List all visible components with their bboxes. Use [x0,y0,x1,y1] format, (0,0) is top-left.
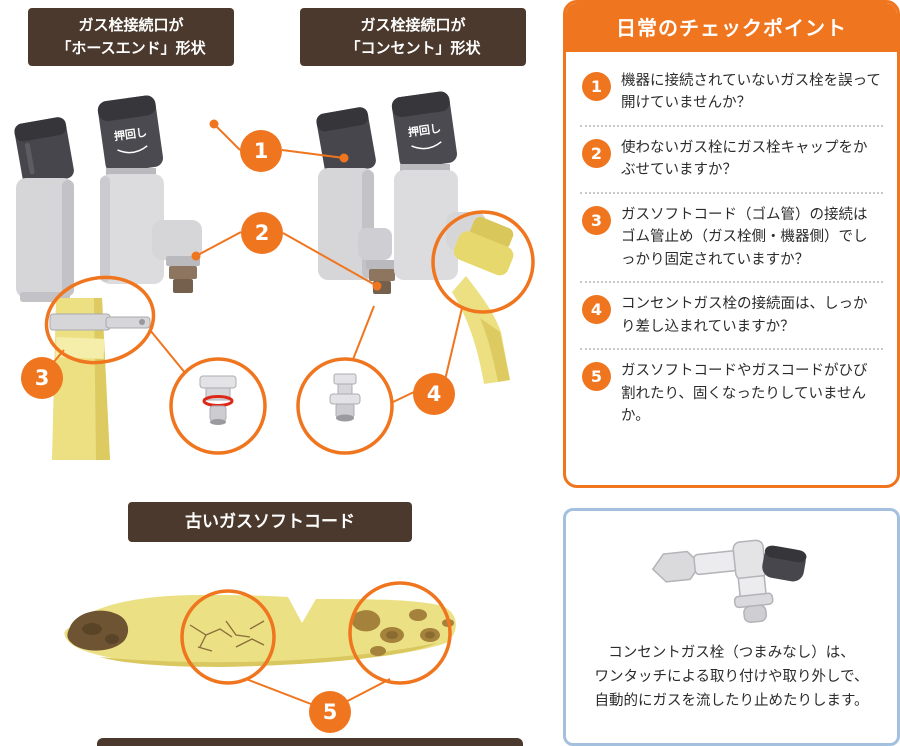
checkpoint-item-1: 1 機器に接続されていないガス栓を誤って開けていませんか？ [580,60,883,127]
rear-valve-2 [316,107,398,294]
rear-valve [14,117,74,302]
callout-5: 5 [309,691,351,733]
checkpoint-number-3: 3 [582,205,611,235]
hose-end-label-line2: 「ホースエンド」形状 [56,39,206,57]
checkpoint-text-5: ガスソフトコードやガスコードがひび割れたり、固くなったりしていませんか。 [621,363,868,425]
callout-lines [51,123,463,404]
knob-label-hose: 押回し [113,125,148,143]
cord-cracks [189,620,265,652]
checkpoint-panel-title: 日常のチェックポイント [566,3,897,52]
checkpoint-number-1: 1 [582,72,611,101]
old-cord-label: 古いガスソフトコード [128,502,412,542]
checkpoint-item-4: 4 コンセントガス栓の接続面は、しっかり差し込まれていますか？ [580,283,883,351]
checkpoint-text-3: ガスソフトコード（ゴム管）の接続はゴム管止め（ガス栓側・機器側）でしっかり固定さ… [621,206,868,268]
concent-valve-group: 押回し [316,91,535,384]
hose-end-label-line1: ガス栓接続口が [78,15,184,34]
hose-end-valve-group: 押回し [14,95,202,460]
callout-3: 3 [21,357,63,399]
next-section-badge-cropped [97,738,523,746]
info-box: コンセントガス栓（つまみなし）は、 ワンタッチによる取り付けや取り外しで、 自動… [563,508,900,746]
callout-1: 1 [240,130,282,172]
concent-valve-icon [651,539,806,624]
concent-label: ガス栓接続口が 「コンセント」形状 [300,8,526,66]
checkpoint-number-4: 4 [582,295,611,325]
cracks-highlight [180,589,276,685]
checkpoint-list: 1 機器に接続されていないガス栓を誤って開けていませんか？ 2 使わないガス栓に… [566,52,897,442]
gas-hose [49,298,151,460]
gas-valves-illustration: 押回し [14,91,535,460]
front-valve: 押回し [97,95,202,293]
checkpoint-text-2: 使わないガス栓にガス栓キャップをかぶせていますか？ [621,139,868,179]
concent-connection-highlight [431,210,535,314]
old-cord-illustration [64,581,456,710]
old-cord [64,595,456,667]
concent-label-line2: 「コンセント」形状 [345,39,481,57]
hose-clamp-highlight [44,275,156,365]
callout-4: 4 [413,373,455,415]
checkpoint-item-3: 3 ガスソフトコード（ゴム管）の接続はゴム管止め（ガス栓側・機器側）でしっかり固… [580,194,883,284]
callout-2: 2 [241,212,283,254]
checkpoint-text-1: 機器に接続されていないガス栓を誤って開けていませんか？ [621,73,881,112]
concent-plug-detail [296,305,394,455]
info-text-line3: 自動的にガスを流したり止めたりします。 [594,692,869,709]
hose-end-label: ガス栓接続口が 「ホースエンド」形状 [28,8,234,66]
concent-label-line1: ガス栓接続口が [360,15,466,34]
checkpoint-panel: 日常のチェックポイント 1 機器に接続されていないガス栓を誤って開けていませんか… [563,0,900,488]
info-text-line1: コンセントガス栓（つまみなし）は、 [608,645,855,661]
checkpoint-item-2: 2 使わないガス栓にガス栓キャップをかぶせていますか？ [580,127,883,194]
checkpoint-item-5: 5 ガスソフトコードやガスコードがひび割れたり、固くなったりしていませんか。 [580,350,883,437]
checkpoint-number-5: 5 [582,362,611,392]
concent-plug [452,216,514,384]
stains-highlight [348,581,452,685]
knob-label-concent: 押回し [407,121,442,139]
callout-dots [191,119,382,291]
info-text: コンセントガス栓（つまみなし）は、 ワンタッチによる取り付けや取り外しで、 自動… [566,642,897,714]
info-text-line2: ワンタッチによる取り付けや取り外しで、 [594,668,869,685]
hose-end-detail [149,329,267,455]
checkpoint-number-2: 2 [582,138,611,168]
checkpoint-text-4: コンセントガス栓の接続面は、しっかり差し込まれていますか？ [621,296,868,335]
